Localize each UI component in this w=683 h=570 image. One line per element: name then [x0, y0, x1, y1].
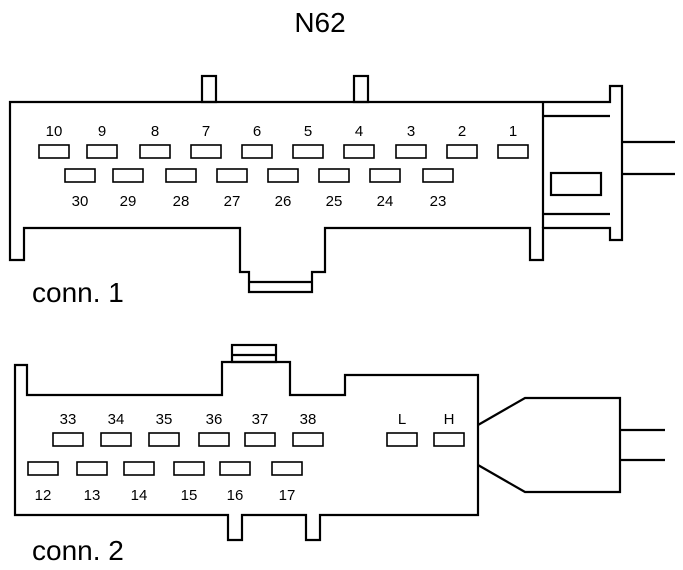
- pin-slot-30: [64, 168, 96, 183]
- pin-slot-34: [100, 432, 132, 447]
- pin-slot-9: [86, 144, 118, 159]
- pin-label-24: 24: [377, 193, 394, 210]
- pin-slot-26: [267, 168, 299, 183]
- connector-1-clip-left: [200, 74, 218, 104]
- pin-label-13: 13: [84, 487, 101, 504]
- pin-slot-4: [343, 144, 375, 159]
- connector-2-pins: 33 34 35 36 37 38 L H 12 13 14 15 16 17: [27, 411, 465, 504]
- pin-label-6: 6: [253, 123, 261, 140]
- pin-slot-5: [292, 144, 324, 159]
- pin-label-2: 2: [458, 123, 466, 140]
- pin-label-25: 25: [326, 193, 343, 210]
- connector-2-housing: [13, 360, 480, 542]
- pin-slot-1: [497, 144, 529, 159]
- connector-1-label: conn. 1: [32, 277, 124, 308]
- connector-2-cable-boot: [477, 396, 622, 494]
- pin-label-15: 15: [181, 487, 198, 504]
- pin-label-17: 17: [279, 487, 296, 504]
- pin-slot-H: [433, 432, 465, 447]
- pin-label-5: 5: [304, 123, 312, 140]
- connector-1: 10 9 8 7 6 5 4 3 2 1 30 29 28 27 26 25 24 23: [8, 74, 675, 294]
- pin-slot-8: [139, 144, 171, 159]
- pin-label-28: 28: [173, 193, 190, 210]
- pin-slot-35: [148, 432, 180, 447]
- pin-label-9: 9: [98, 123, 106, 140]
- pin-label-16: 16: [227, 487, 244, 504]
- pin-label-14: 14: [131, 487, 148, 504]
- pin-label-4: 4: [355, 123, 363, 140]
- pin-label-38: 38: [300, 411, 317, 428]
- pin-label-8: 8: [151, 123, 159, 140]
- pin-slot-3: [395, 144, 427, 159]
- pin-slot-10: [38, 144, 70, 159]
- pin-slot-27: [216, 168, 248, 183]
- pin-slot-6: [241, 144, 273, 159]
- pin-label-34: 34: [108, 411, 125, 428]
- connector-1-housing: [8, 84, 624, 294]
- pin-label-7: 7: [202, 123, 210, 140]
- pin-label-26: 26: [275, 193, 292, 210]
- pin-label-L: L: [398, 411, 406, 428]
- pin-label-10: 10: [46, 123, 63, 140]
- pin-slot-L: [386, 432, 418, 447]
- pin-label-30: 30: [72, 193, 89, 210]
- pin-label-36: 36: [206, 411, 223, 428]
- pin-slot-33: [52, 432, 84, 447]
- pin-slot-24: [369, 168, 401, 183]
- pin-label-35: 35: [156, 411, 173, 428]
- pin-slot-25: [318, 168, 350, 183]
- pin-label-27: 27: [224, 193, 241, 210]
- pin-slot-37: [244, 432, 276, 447]
- pin-slot-29: [112, 168, 144, 183]
- pin-slot-15: [173, 461, 205, 476]
- pin-slot-12: [27, 461, 59, 476]
- pin-slot-23: [422, 168, 454, 183]
- pin-label-29: 29: [120, 193, 137, 210]
- pin-slot-16: [219, 461, 251, 476]
- pin-slot-7: [190, 144, 222, 159]
- pin-slot-36: [198, 432, 230, 447]
- pin-slot-14: [123, 461, 155, 476]
- connector-2-label: conn. 2: [32, 535, 124, 566]
- pin-label-3: 3: [407, 123, 415, 140]
- pin-slot-2: [446, 144, 478, 159]
- pin-label-H: H: [444, 411, 455, 428]
- connector-2-top-tab: [230, 343, 278, 364]
- connector-1-pins: 10 9 8 7 6 5 4 3 2 1 30 29 28 27 26 25 24 23: [38, 123, 529, 210]
- pin-label-37: 37: [252, 411, 269, 428]
- connector-2: 33 34 35 36 37 38 L H 12 13 14 15 16 17: [13, 343, 665, 542]
- pin-slot-38: [292, 432, 324, 447]
- connector-1-lock-window: [549, 171, 603, 197]
- pin-label-12: 12: [35, 487, 52, 504]
- pin-label-33: 33: [60, 411, 77, 428]
- pin-label-1: 1: [509, 123, 517, 140]
- pin-label-23: 23: [430, 193, 447, 210]
- pin-slot-13: [76, 461, 108, 476]
- connector-1-clip-right: [352, 74, 370, 104]
- pin-slot-17: [271, 461, 303, 476]
- diagram-title: N62: [294, 7, 345, 38]
- pin-slot-28: [165, 168, 197, 183]
